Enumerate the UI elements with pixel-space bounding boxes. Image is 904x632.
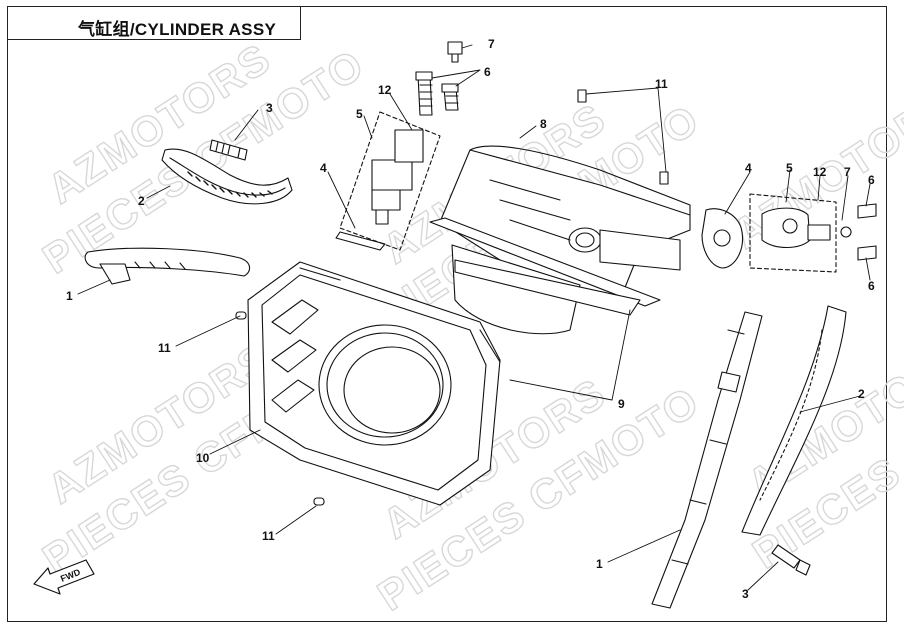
callout-6: 6 <box>868 173 875 187</box>
chain-guide-upper-left <box>161 148 293 205</box>
tensioner-gasket-right <box>701 208 744 269</box>
diagram-frame <box>7 6 887 622</box>
fwd-arrow-icon <box>33 559 95 595</box>
callout-5: 5 <box>356 107 363 121</box>
cylinder-head <box>429 145 691 335</box>
callout-6: 6 <box>484 65 491 79</box>
callout-5: 5 <box>786 161 793 175</box>
chain-guide-right-long <box>651 311 763 609</box>
callout-1: 1 <box>596 557 603 571</box>
guide-bolt-upper <box>209 139 248 161</box>
callout-3: 3 <box>742 587 749 601</box>
guide-bolt-lower <box>771 544 811 576</box>
callout-2: 2 <box>858 387 865 401</box>
callout-2: 2 <box>138 194 145 208</box>
callout-7: 7 <box>844 165 851 179</box>
callout-10: 10 <box>196 451 210 465</box>
callout-11: 11 <box>158 341 171 355</box>
leader-lines <box>77 44 871 591</box>
diagram-title: 气缸组/CYLINDER ASSY <box>78 20 277 39</box>
callout-1: 1 <box>66 289 73 303</box>
tensioner-bolts-top <box>415 41 463 116</box>
chain-tensioner-left <box>339 111 441 251</box>
callout-7: 7 <box>488 37 495 51</box>
chain-guide-right-curved <box>741 305 847 536</box>
cylinder-block <box>247 261 501 506</box>
callout-9: 9 <box>618 397 625 411</box>
callout-12: 12 <box>378 83 392 97</box>
callout-11: 11 <box>655 77 668 91</box>
dowel-pins <box>235 89 669 506</box>
chain-guide-rail-left <box>84 247 251 285</box>
cylinder-head-gasket <box>454 259 641 316</box>
callout-3: 3 <box>266 101 273 115</box>
callout-11: 11 <box>262 529 275 543</box>
chain-tensioner-right <box>749 193 837 273</box>
callout-8: 8 <box>540 117 547 131</box>
title-box: 气缸组/CYLINDER ASSY <box>7 6 301 40</box>
tensioner-bolts-right <box>840 203 877 261</box>
callout-4: 4 <box>745 161 752 175</box>
tensioner-gasket-left <box>335 231 386 251</box>
callout-6: 6 <box>868 279 875 293</box>
callout-4: 4 <box>320 161 327 175</box>
callout-12: 12 <box>813 165 827 179</box>
